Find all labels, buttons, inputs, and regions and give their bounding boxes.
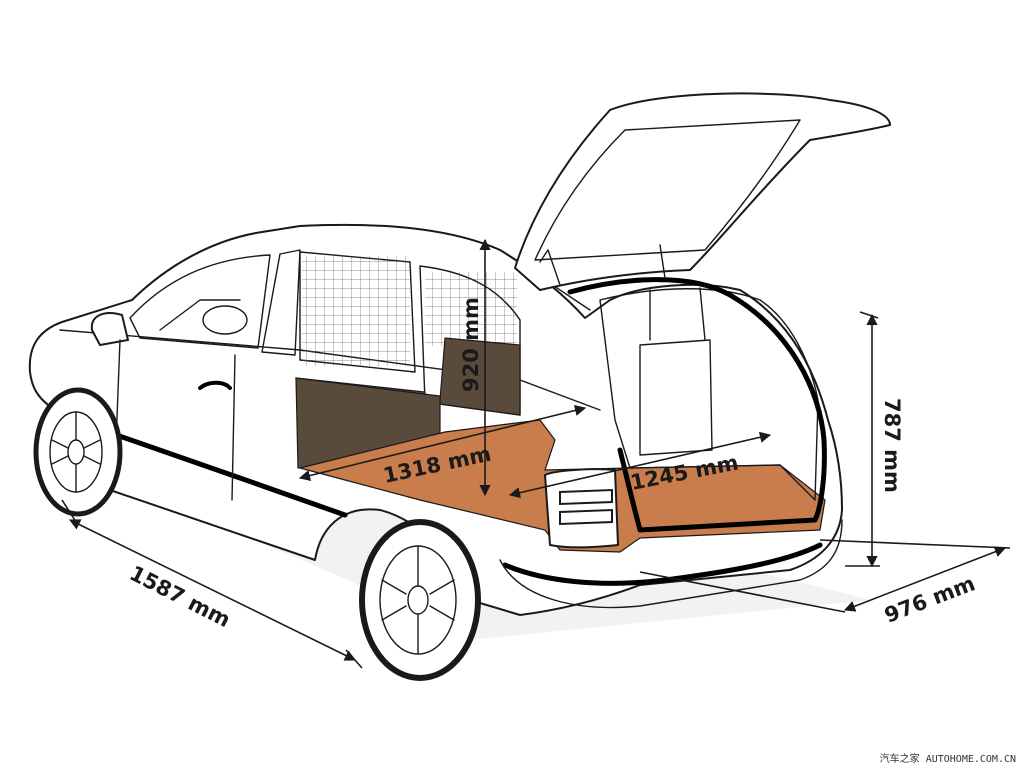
label-rear-width: 1587 mm	[126, 561, 234, 632]
label-interior-height: 920 mm	[459, 297, 483, 392]
rear-wheel	[359, 519, 481, 681]
label-boot-width: 976 mm	[881, 571, 978, 627]
label-boot-height: 787 mm	[880, 398, 904, 493]
boot-interior	[567, 277, 827, 533]
tail-lamp	[544, 468, 619, 549]
tailgate	[514, 92, 891, 291]
front-wheel	[33, 387, 123, 517]
dimension-lines	[61, 238, 1011, 669]
watermark-text: 汽车之家 AUTOHOME.COM.CN	[880, 752, 1016, 765]
car-windows	[90, 249, 521, 416]
